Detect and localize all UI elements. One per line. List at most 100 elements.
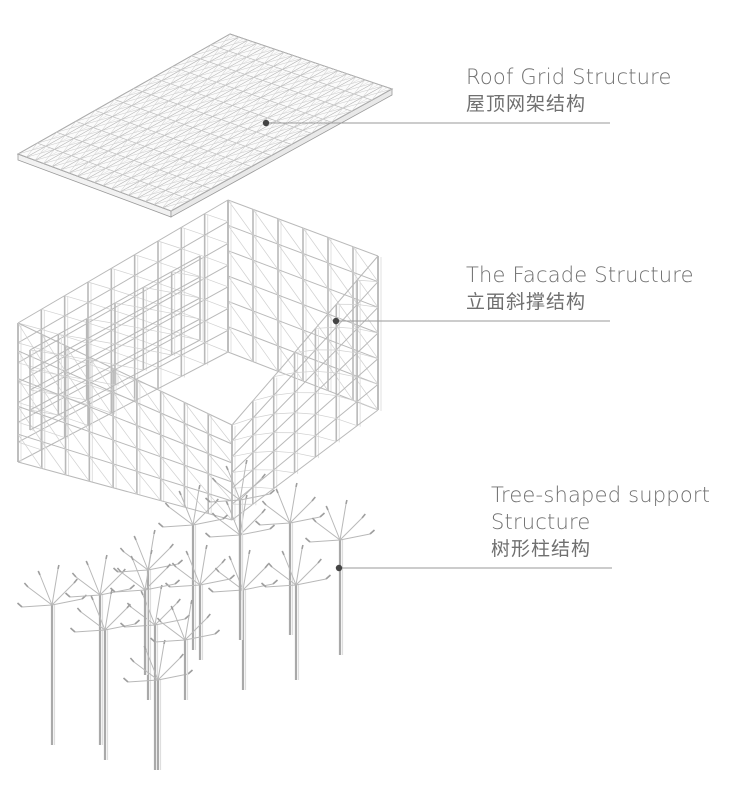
facade-leader-dot xyxy=(333,318,339,324)
tree-branch-tip xyxy=(188,670,193,674)
tree-branch xyxy=(128,680,158,682)
tree-branch-tip xyxy=(282,551,284,555)
tree-branch xyxy=(118,570,148,572)
tree-branch-tip xyxy=(186,551,188,555)
tree-branch xyxy=(210,535,240,537)
tree-branch-tip xyxy=(229,556,231,560)
tree-branch-tip xyxy=(306,538,311,542)
tree-branch-tip xyxy=(226,466,228,470)
facade-label: The Facade Structure 立面斜撑结构 xyxy=(466,262,694,316)
tree-branch xyxy=(260,523,290,525)
facade-inner-wall-brace xyxy=(172,293,200,299)
support-leader-dot xyxy=(336,565,342,571)
facade-front-left-brace xyxy=(208,414,232,444)
roof-label: Roof Grid Structure 屋顶网架结构 xyxy=(466,64,672,118)
tree-branch-tip xyxy=(58,565,59,569)
tree-branch-tip xyxy=(256,521,261,525)
tree-branch-tip xyxy=(131,556,133,560)
tree-branch-tip xyxy=(177,599,180,603)
facade-front-left-brace xyxy=(42,415,66,449)
tree-branch-tip xyxy=(124,678,129,682)
facade-label-zh: 立面斜撑结构 xyxy=(466,289,694,316)
tree-branch xyxy=(266,585,296,587)
facade-back-right-brace xyxy=(303,228,328,263)
tree-branch-tip xyxy=(199,485,200,489)
tree-branch-tip xyxy=(66,593,71,597)
tree-branch-tip xyxy=(170,544,173,548)
tree-branch-tip xyxy=(296,483,297,487)
facade-front-left-brace xyxy=(137,471,161,500)
facade-front-left-beam xyxy=(18,379,232,463)
tree-branch-tip xyxy=(72,573,76,577)
tree-branch-tip xyxy=(91,596,93,600)
facade-front-right-beam xyxy=(232,359,378,489)
tree-branch-tip xyxy=(207,614,210,618)
tree-branch-tip xyxy=(226,501,228,505)
facade-front-left-brace xyxy=(66,449,90,481)
tree-branch-tip xyxy=(206,545,207,549)
tree-branch-tip xyxy=(209,588,214,592)
tree-branch-tip xyxy=(320,513,325,517)
facade-front-left-brace xyxy=(89,432,113,464)
support-label-en-line2: Structure xyxy=(491,509,710,536)
facade-front-left-brace xyxy=(113,464,137,494)
facade-front-right-brace xyxy=(295,350,316,353)
tree-branch-tip xyxy=(312,497,315,501)
tree-branch-tip xyxy=(215,630,220,634)
roof-label-en: Roof Grid Structure xyxy=(466,64,672,91)
tree-branch-tip xyxy=(326,575,331,579)
tree-branch-tip xyxy=(249,550,250,554)
tree-branch-tip xyxy=(71,628,76,632)
tree-branch-tip xyxy=(230,575,235,579)
tree-branch-tip xyxy=(18,603,23,607)
tree-branch-tip xyxy=(212,478,216,482)
tree-branch-tip xyxy=(273,580,278,584)
roof-label-zh: 屋顶网架结构 xyxy=(466,91,672,118)
facade-label-en: The Facade Structure xyxy=(466,262,694,289)
facade-back-right-brace xyxy=(353,247,378,282)
facade-structure-drawing xyxy=(18,200,381,521)
tree-branch-tip xyxy=(24,583,28,587)
tree-branch-tip xyxy=(130,585,135,589)
tree-branch-tip xyxy=(134,536,136,540)
tree-branch-tip xyxy=(175,580,180,584)
roof-grid-drawing xyxy=(18,34,392,217)
facade-inner-wall-brace xyxy=(58,395,86,400)
support-label: Tree-shaped support Structure 树形柱结构 xyxy=(491,482,710,563)
facade-back-left-beam xyxy=(18,352,228,462)
tree-branch-tip xyxy=(276,489,278,493)
facade-back-right-brace xyxy=(328,237,353,272)
tree-branch-tip xyxy=(178,560,183,564)
tree-branch-tip xyxy=(215,568,219,572)
tree-branch-tip xyxy=(362,514,365,518)
tree-branch-tip xyxy=(262,509,265,513)
tree-branch xyxy=(22,605,52,607)
tree-branch xyxy=(310,540,340,542)
tree-branch-tip xyxy=(268,563,272,567)
tree-branch-tip xyxy=(151,550,152,554)
tree-branch-tip xyxy=(246,460,247,464)
tree-branch xyxy=(163,525,193,527)
tree-support-drawing xyxy=(18,460,375,770)
tree-branch-tip xyxy=(130,658,134,662)
facade-front-left-brace xyxy=(66,423,90,456)
tree-branch-tip xyxy=(122,569,125,573)
tree-branch-tip xyxy=(191,600,192,604)
facade-front-right-beam xyxy=(232,410,378,520)
tree-branch-tip xyxy=(141,591,143,595)
facade-front-right-brace xyxy=(315,327,336,328)
support-label-en-line1: Tree-shaped support xyxy=(491,482,710,509)
tree-branch-tip xyxy=(302,545,303,549)
tree-branch-tip xyxy=(120,548,124,552)
tree-branch xyxy=(213,590,243,592)
tree-branch-tip xyxy=(270,525,275,529)
tree-branch xyxy=(155,640,185,642)
tree-branch-tip xyxy=(77,608,81,612)
facade-inner-wall-brace xyxy=(172,272,200,277)
tree-branch-tip xyxy=(164,640,165,644)
tree-branch-tip xyxy=(74,579,77,583)
tree-branch-tip xyxy=(265,564,268,568)
tree-branch-tip xyxy=(111,590,112,594)
tree-branch-tip xyxy=(86,561,88,565)
